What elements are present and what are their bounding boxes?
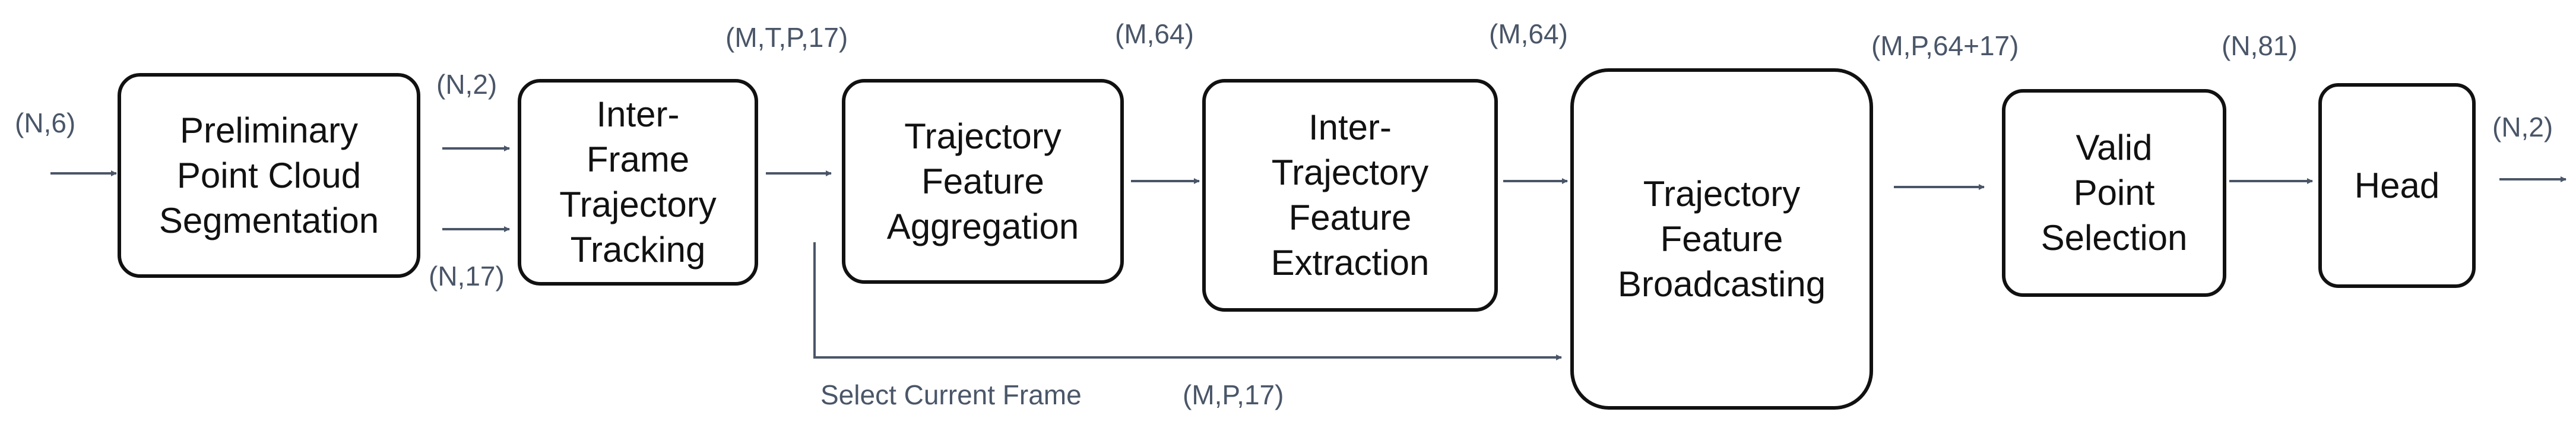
block-broadcasting: Trajectory Feature Broadcasting — [1570, 68, 1873, 410]
tracking-line-3: Trajectory — [559, 185, 717, 224]
block-segmentation: Preliminary Point Cloud Segmentation — [118, 73, 420, 278]
segmentation-line-1: Preliminary — [179, 110, 359, 150]
label-skip-caption: Select Current Frame — [820, 379, 1082, 410]
arrow-skip-current-frame — [813, 242, 1562, 360]
extraction-line-2: Trajectory — [1271, 153, 1429, 192]
aggregation-line-3: Aggregation — [886, 206, 1079, 246]
block-head: Head — [2318, 83, 2476, 288]
label-agg-out: (M,64) — [1115, 18, 1194, 49]
selection-line-2: Point — [2073, 173, 2155, 213]
segmentation-line-2: Point Cloud — [176, 155, 362, 195]
broadcasting-line-1: Trajectory — [1643, 173, 1801, 214]
segmentation-line-3: Segmentation — [159, 200, 379, 240]
label-seg-out-feat: (N,17) — [429, 261, 505, 292]
tracking-line-2: Frame — [586, 140, 690, 179]
block-aggregation: Trajectory Feature Aggregation — [842, 79, 1124, 284]
label-output-shape: (N,2) — [2492, 112, 2553, 142]
broadcasting-line-3: Broadcasting — [1617, 264, 1826, 304]
block-tracking: Inter- Frame Trajectory Tracking — [518, 79, 758, 286]
selection-line-3: Selection — [2040, 218, 2188, 258]
block-valid-point-selection: Valid Point Selection — [2002, 89, 2226, 297]
tracking-line-4: Tracking — [570, 230, 706, 270]
aggregation-line-2: Feature — [921, 161, 1044, 201]
broadcasting-line-2: Feature — [1660, 218, 1783, 259]
label-track-out: (M,T,P,17) — [725, 22, 848, 53]
extraction-line-3: Feature — [1288, 198, 1412, 237]
head-line-1: Head — [2354, 165, 2440, 205]
aggregation-line-1: Trajectory — [904, 116, 1062, 156]
selection-line-1: Valid — [2076, 128, 2153, 167]
block-extraction: Inter- Trajectory Feature Extraction — [1202, 79, 1498, 312]
label-skip-shape: (M,P,17) — [1183, 379, 1284, 410]
label-seg-out-coords: (N,2) — [436, 69, 498, 100]
extraction-line-4: Extraction — [1270, 243, 1430, 283]
label-extract-out: (M,64) — [1489, 18, 1568, 49]
label-input-shape: (N,6) — [15, 107, 76, 138]
tracking-line-1: Inter- — [596, 94, 680, 134]
extraction-line-1: Inter- — [1308, 107, 1392, 147]
label-select-out: (N,81) — [2222, 30, 2298, 61]
label-broadcast-out: (M,P,64+17) — [1871, 30, 2019, 61]
